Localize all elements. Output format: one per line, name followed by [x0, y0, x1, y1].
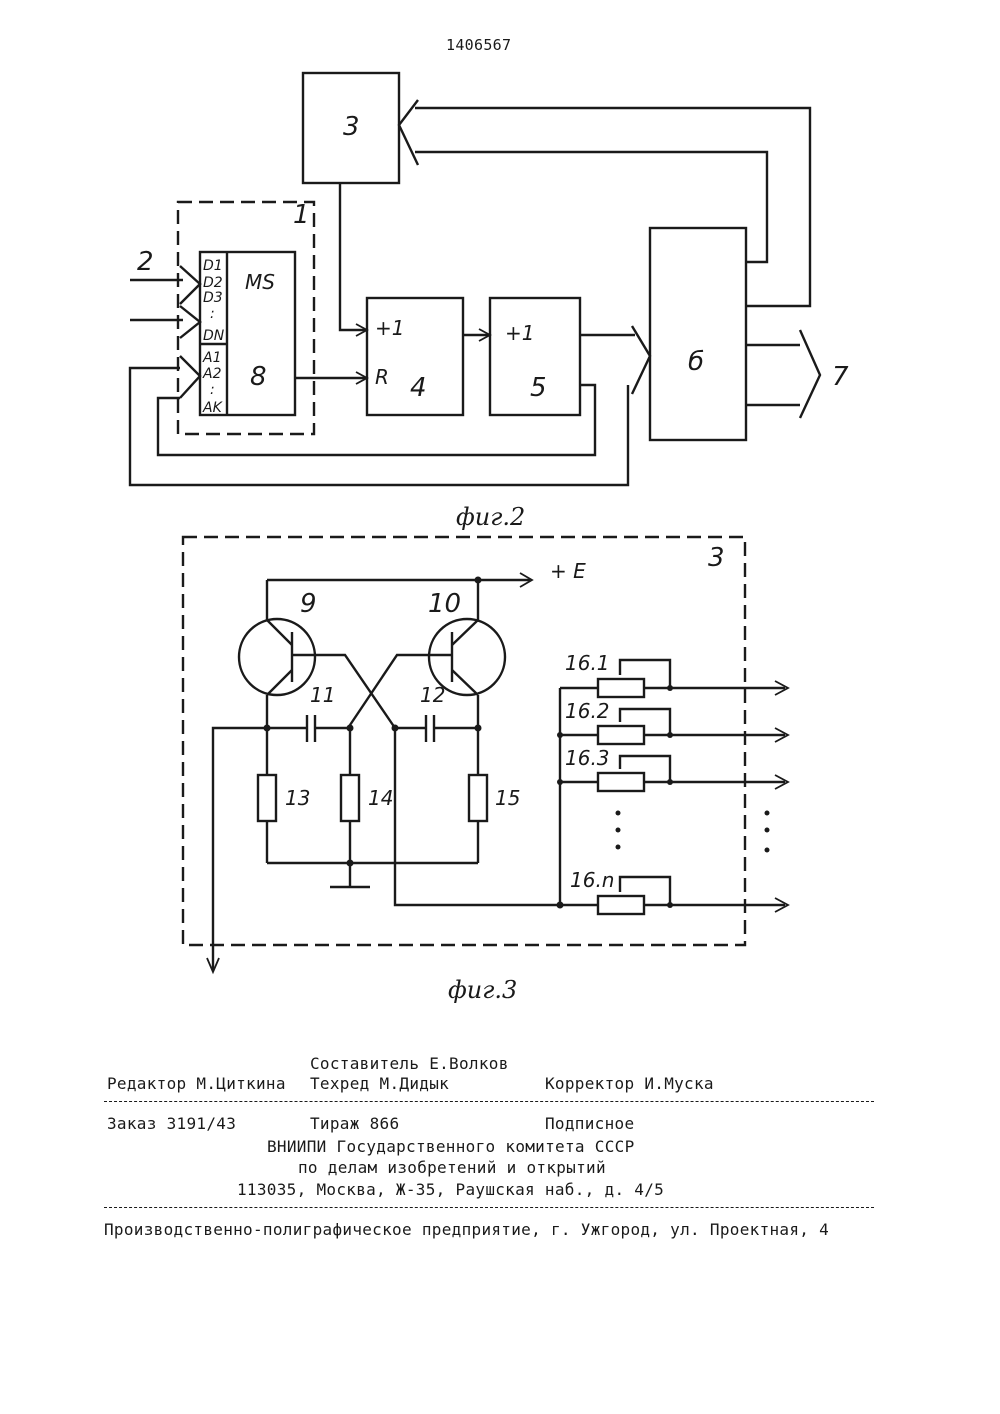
label-15: 15 [495, 786, 520, 810]
pin-d3: D3 [203, 290, 223, 306]
block-6-label: б [688, 347, 704, 377]
input-2-label: 2 [137, 247, 154, 277]
counter4-reset: R [375, 365, 389, 389]
separator-1 [104, 1101, 874, 1102]
block-4-label: 4 [410, 373, 427, 403]
label-12: 12 [420, 683, 445, 707]
label-16-1: 16.1 [565, 651, 610, 675]
svg-text::: : [210, 306, 215, 322]
compiler: Составитель Е.Волков [310, 1054, 509, 1073]
fig2-block-diagram: 3 1 MS 8 D1 D2 D3 : DN A1 A2 : AK 2 +1 R… [130, 73, 849, 531]
pin-a2: A2 [202, 366, 222, 382]
pin-ak: AK [202, 400, 224, 416]
label-11: 11 [310, 683, 335, 707]
block-6 [650, 228, 746, 440]
circulation: Тираж 866 [310, 1114, 399, 1133]
label-16-n: 16.n [570, 868, 614, 892]
svg-text::: : [210, 382, 215, 398]
corrector: Корректор И.Муска [545, 1074, 714, 1093]
fig2-caption: фиг.2 [456, 503, 525, 531]
order: Заказ 3191/43 [107, 1114, 236, 1133]
org-line-2: по делам изобретений и открытий [298, 1158, 606, 1177]
label-9: 9 [300, 589, 317, 619]
fig3-caption: фиг.3 [448, 976, 517, 1004]
resistor-15 [469, 775, 487, 821]
pin-d1: D1 [203, 258, 223, 274]
techred: Техред М.Дидык [310, 1074, 449, 1093]
org-line-1: ВНИИПИ Государственного комитета СССР [267, 1137, 635, 1156]
label-16-3: 16.3 [565, 746, 610, 770]
block-3-label: 3 [343, 112, 360, 142]
block-5-label: 5 [530, 373, 547, 403]
pin-a1: A1 [202, 350, 221, 366]
resistor-14 [341, 775, 359, 821]
supply-label: + E [550, 559, 586, 583]
resistor-16-n [598, 877, 788, 914]
pin-dn: DN [203, 328, 225, 344]
label-13: 13 [285, 786, 310, 810]
pin-d2: D2 [203, 275, 223, 291]
label-10: 10 [428, 589, 461, 619]
block-1-boundary [178, 202, 314, 434]
resistor-13 [258, 775, 276, 821]
address: 113035, Москва, Ж-35, Раушская наб., д. … [237, 1180, 664, 1199]
output-7-label: 7 [832, 362, 849, 392]
subscription: Подписное [545, 1114, 634, 1133]
label-16-2: 16.2 [565, 699, 610, 723]
counter5-plus1: +1 [505, 321, 534, 345]
label-14: 14 [368, 786, 393, 810]
printer: Производственно-полиграфическое предприя… [104, 1220, 829, 1239]
separator-2 [104, 1207, 874, 1208]
ellipsis-dots [616, 811, 770, 853]
ms-label: MS [245, 270, 275, 294]
counter4-plus1: +1 [375, 316, 404, 340]
fig3-circuit: 3 + E 9 10 11 [183, 537, 788, 1004]
block-8-label: 8 [250, 362, 267, 392]
editor: Редактор М.Циткина [107, 1074, 286, 1093]
block-1-label: 1 [293, 200, 310, 230]
fig3-block-label: 3 [708, 543, 725, 573]
